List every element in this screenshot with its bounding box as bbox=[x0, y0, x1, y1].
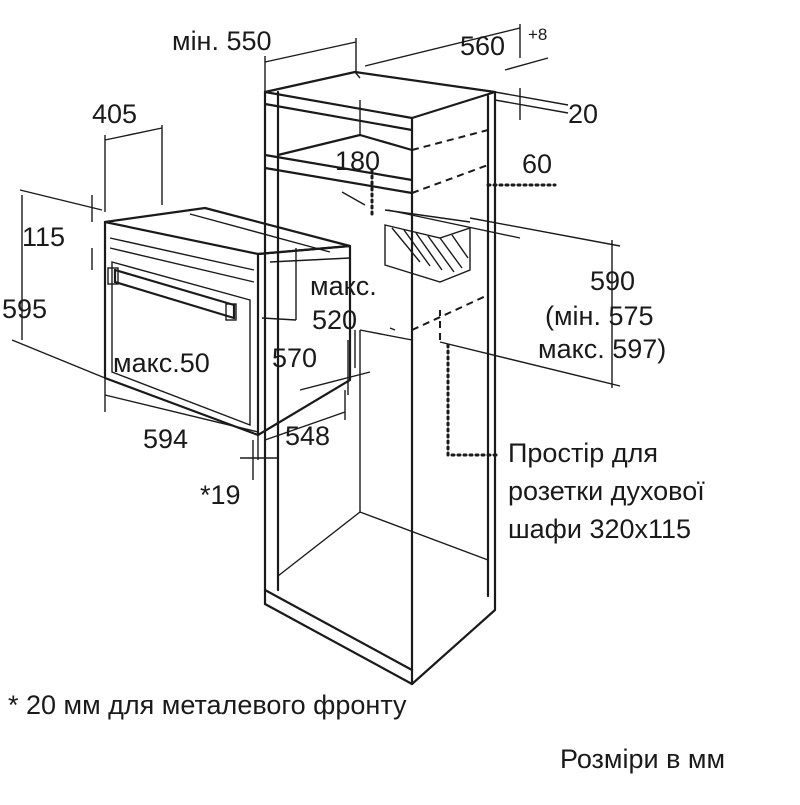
label-594: 594 bbox=[143, 424, 188, 454]
socket-note-line-2: розетки духової bbox=[508, 476, 705, 506]
socket-note-line-3: шафи 320x115 bbox=[508, 514, 691, 544]
label-548: 548 bbox=[285, 421, 330, 451]
label-star-19: *19 bbox=[200, 480, 241, 510]
label-min-550: мін. 550 bbox=[172, 26, 272, 56]
label-60: 60 bbox=[522, 149, 552, 179]
label-max-597: макс. 597) bbox=[538, 334, 666, 364]
dimension-labels: мін. 550 560 +8 20 405 180 60 115 595 ма… bbox=[2, 25, 666, 510]
label-595: 595 bbox=[2, 294, 47, 324]
label-560-sup: +8 bbox=[528, 25, 547, 44]
label-405: 405 bbox=[92, 99, 137, 129]
dimension-lines bbox=[11, 24, 621, 480]
socket-note-line-1: Простір для bbox=[508, 438, 658, 468]
label-520: 520 bbox=[312, 305, 357, 335]
label-20: 20 bbox=[568, 99, 598, 129]
label-max: макс. bbox=[310, 271, 377, 301]
footnote: * 20 мм для металевого фронту bbox=[8, 690, 407, 720]
units-note: Розміри в мм bbox=[560, 744, 725, 774]
label-570: 570 bbox=[272, 343, 317, 373]
label-max-50: макс.50 bbox=[113, 348, 210, 378]
label-590: 590 bbox=[590, 266, 635, 296]
label-560: 560 bbox=[460, 31, 505, 61]
label-min-575: (мін. 575 bbox=[545, 301, 654, 331]
cabinet bbox=[263, 70, 497, 686]
label-115: 115 bbox=[22, 222, 65, 252]
socket-note: Простір для розетки духової шафи 320x115 bbox=[508, 438, 705, 544]
label-180: 180 bbox=[335, 146, 380, 176]
